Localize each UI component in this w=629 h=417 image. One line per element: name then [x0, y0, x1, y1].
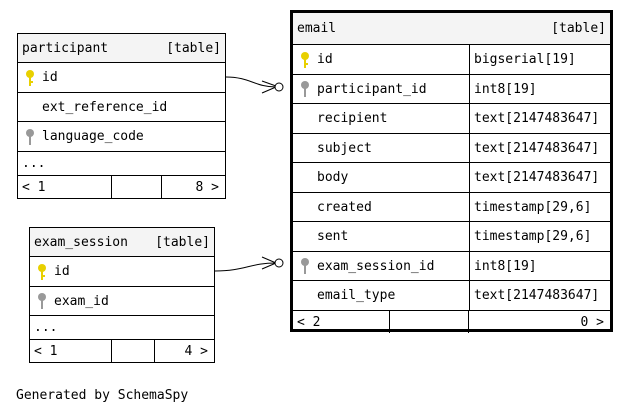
table-kind: [table]	[551, 21, 606, 36]
foreign-key-icon	[300, 257, 310, 275]
children-count[interactable]: 8 >	[195, 179, 219, 195]
table-name: email	[297, 21, 337, 36]
footer-spacer	[111, 340, 155, 362]
primary-key-icon	[37, 263, 47, 281]
crowfoot-bottom	[261, 86, 277, 94]
table-footer: < 2 0 >	[293, 311, 610, 333]
parents-count[interactable]: < 1	[34, 343, 58, 359]
column-row: id	[18, 63, 225, 93]
edge-optional-circle	[274, 258, 284, 268]
primary-key-icon	[25, 69, 35, 87]
more-columns: ...	[30, 316, 214, 340]
crowfoot-top	[261, 80, 277, 87]
column-name: id	[42, 70, 58, 85]
table-participant[interactable]: participant [table] id ext_reference_id …	[17, 33, 226, 199]
column-row: email_type text[2147483647]	[293, 281, 610, 311]
table-header: email [table]	[293, 13, 610, 45]
column-type: text[2147483647]	[469, 281, 599, 310]
column-row: exam_id	[30, 287, 214, 316]
column-row: created timestamp[29,6]	[293, 193, 610, 222]
crowfoot-bottom	[261, 262, 277, 270]
column-name: id	[317, 52, 333, 67]
parents-count[interactable]: < 1	[22, 179, 46, 195]
edge-exam-session-email	[214, 262, 277, 272]
column-row: sent timestamp[29,6]	[293, 222, 610, 252]
footer-spacer	[111, 176, 162, 198]
column-name: exam_id	[54, 293, 109, 309]
primary-key-icon	[300, 51, 310, 69]
table-header: participant [table]	[18, 34, 225, 63]
column-row: language_code	[18, 122, 225, 152]
column-name: language_code	[42, 129, 144, 144]
children-count[interactable]: 0 >	[580, 314, 604, 330]
table-name: participant	[22, 40, 109, 56]
column-type: text[2147483647]	[469, 134, 599, 162]
column-name: ext_reference_id	[42, 99, 168, 115]
children-count[interactable]: 4 >	[184, 343, 208, 359]
column-row: ext_reference_id	[18, 93, 225, 122]
table-footer: < 1 8 >	[18, 176, 225, 198]
generated-by-caption: Generated by SchemaSpy	[16, 388, 189, 403]
edge-optional-circle	[274, 82, 284, 92]
column-row: body text[2147483647]	[293, 163, 610, 193]
column-type: text[2147483647]	[469, 163, 599, 192]
footer-spacer	[389, 311, 469, 333]
column-name: subject	[317, 140, 372, 156]
column-row: participant_id int8[19]	[293, 75, 610, 104]
column-name: body	[317, 170, 349, 185]
table-exam-session[interactable]: exam_session [table] id exam_id ... < 1 …	[29, 227, 215, 363]
column-type: bigserial[19]	[469, 45, 576, 74]
more-columns: ...	[18, 152, 225, 176]
column-row: exam_session_id int8[19]	[293, 252, 610, 281]
table-name: exam_session	[34, 234, 128, 250]
column-row: recipient text[2147483647]	[293, 104, 610, 134]
table-kind: [table]	[155, 234, 210, 250]
crowfoot-top	[261, 256, 277, 264]
column-name: created	[317, 199, 372, 215]
column-type: timestamp[29,6]	[469, 193, 591, 221]
column-name: recipient	[317, 111, 388, 126]
column-row: id bigserial[19]	[293, 45, 610, 75]
table-footer: < 1 4 >	[30, 340, 214, 362]
column-name: exam_session_id	[317, 258, 435, 274]
column-row: id	[30, 257, 214, 287]
foreign-key-icon	[300, 80, 310, 98]
foreign-key-icon	[37, 292, 47, 310]
column-row: subject text[2147483647]	[293, 134, 610, 163]
column-type: timestamp[29,6]	[469, 222, 591, 251]
table-email[interactable]: email [table] id bigserial[19] participa…	[290, 10, 613, 333]
foreign-key-icon	[25, 128, 35, 146]
column-name: participant_id	[317, 81, 427, 97]
column-type: int8[19]	[469, 75, 537, 103]
column-name: email_type	[317, 288, 396, 303]
edge-participant-email	[225, 76, 277, 88]
table-kind: [table]	[166, 40, 221, 56]
column-type: text[2147483647]	[469, 104, 599, 133]
column-name: id	[54, 264, 70, 279]
column-name: sent	[317, 229, 349, 244]
column-type: int8[19]	[469, 252, 537, 280]
parents-count[interactable]: < 2	[297, 314, 321, 330]
table-header: exam_session [table]	[30, 228, 214, 257]
